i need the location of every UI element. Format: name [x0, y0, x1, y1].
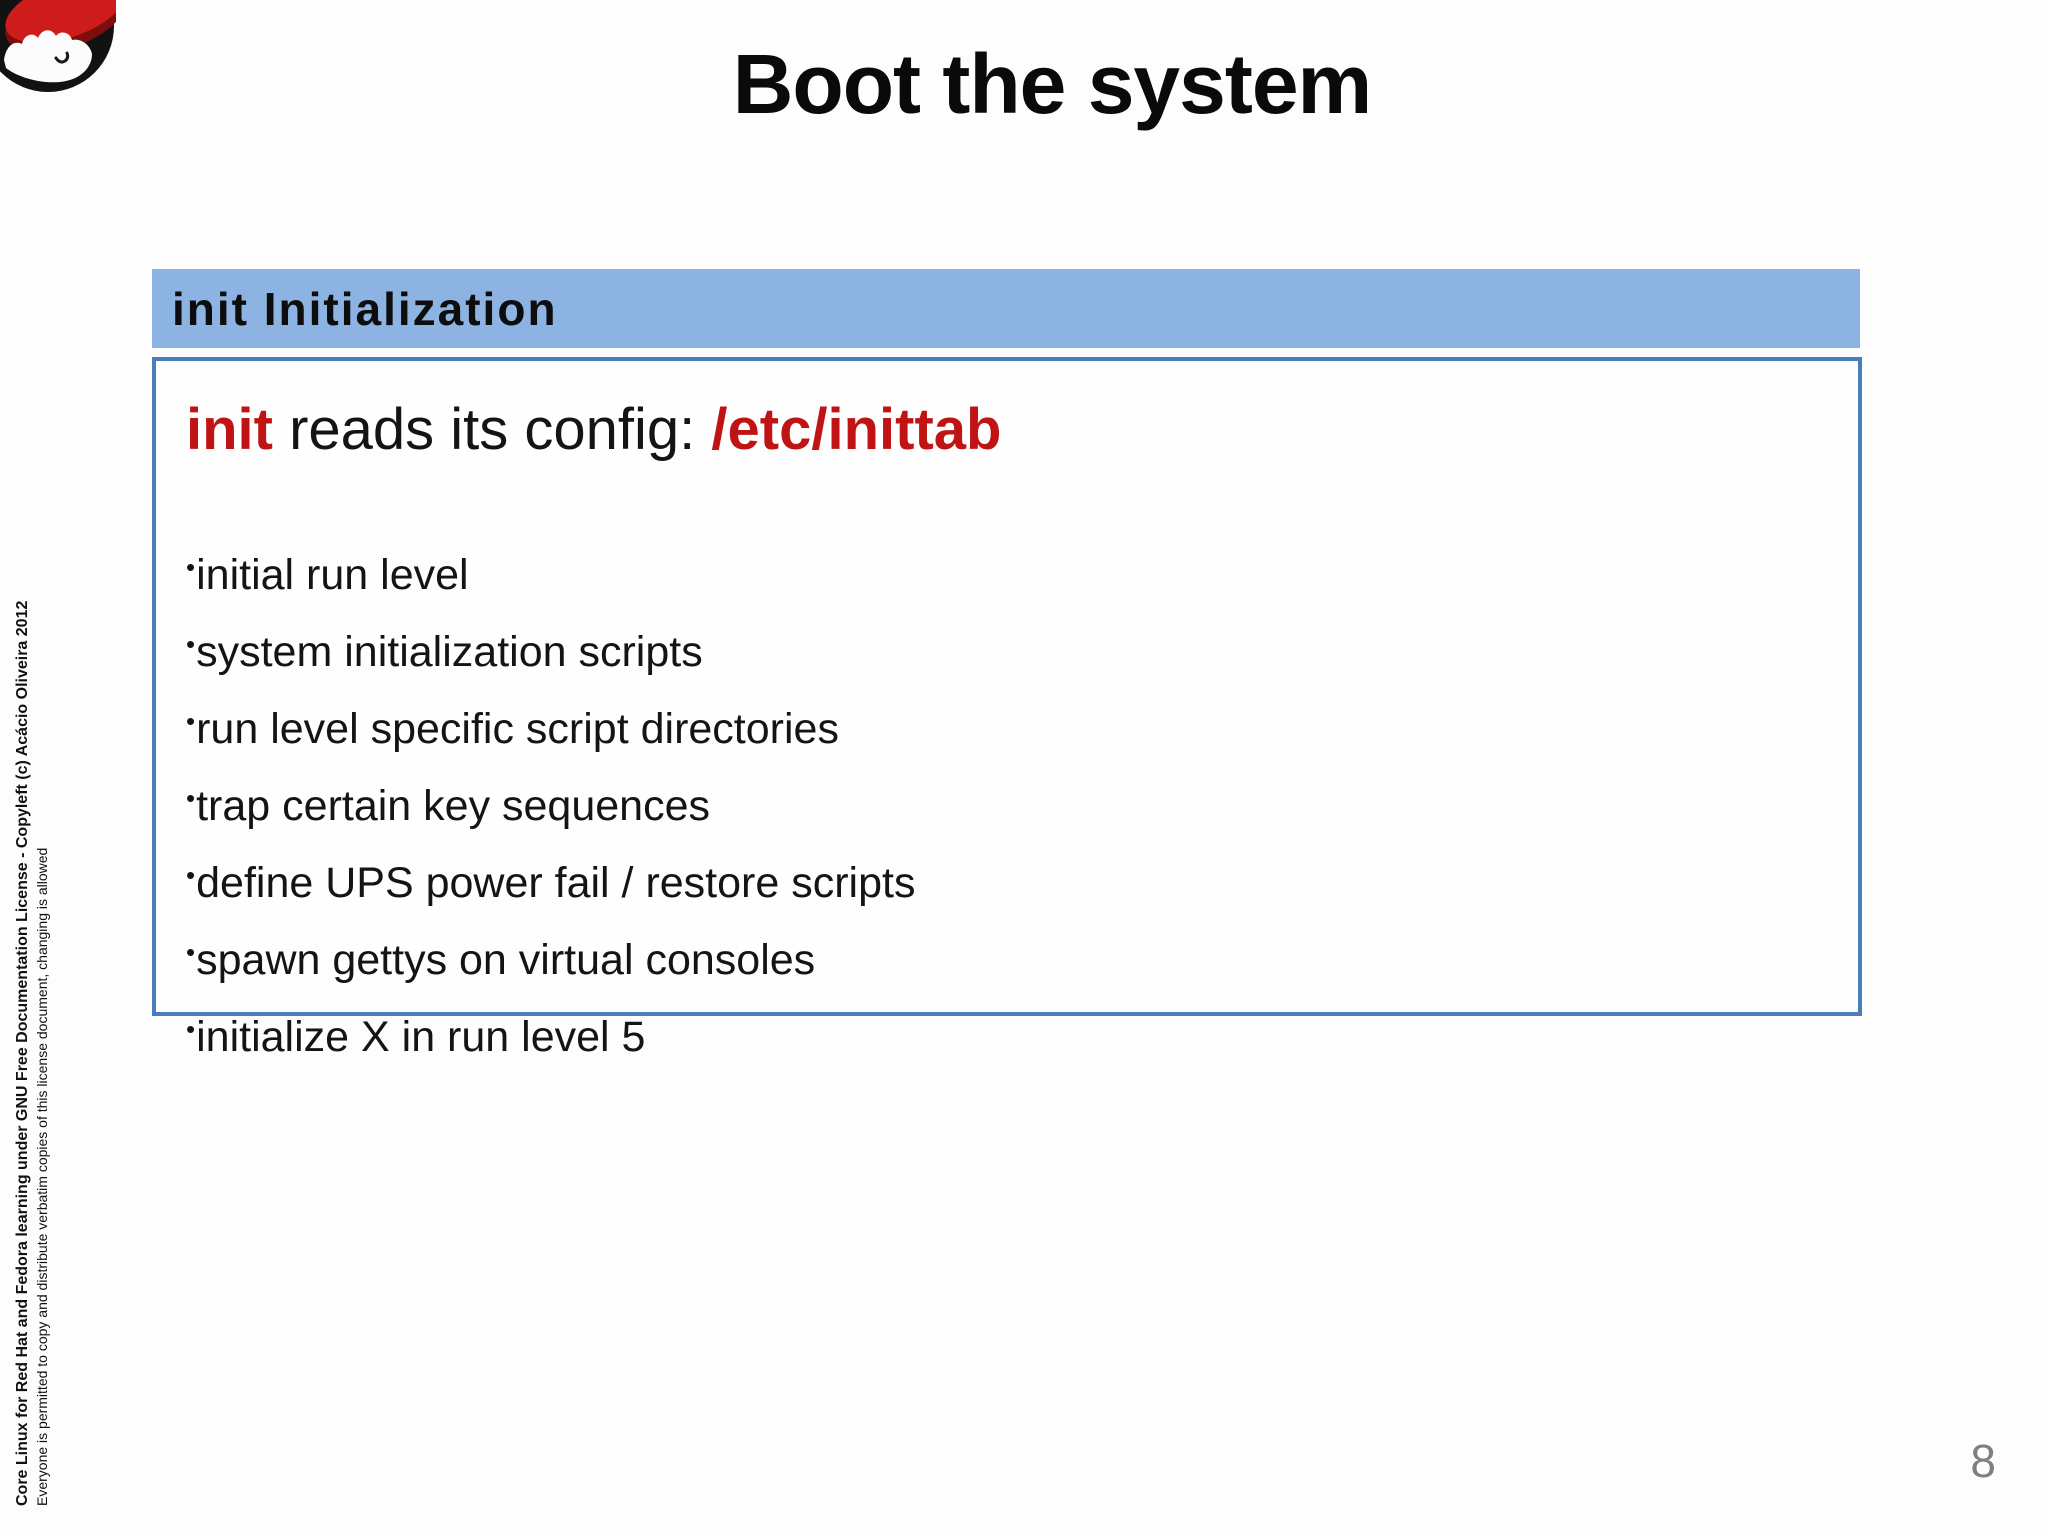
bullet-text: spawn gettys on virtual consoles: [196, 936, 816, 984]
list-item: •initial run level: [186, 533, 1828, 610]
bullet-text: initial run level: [196, 551, 469, 599]
config-heading: init reads its config: /etc/inittab: [186, 397, 1828, 463]
bullet-icon: •: [186, 706, 196, 736]
list-item: •initialize X in run level 5: [186, 995, 1828, 1072]
page-number: 8: [1970, 1435, 1996, 1487]
section-header-label: init Initialization: [172, 282, 558, 335]
inittab-path: /etc/inittab: [711, 397, 1002, 462]
list-item: •spawn gettys on virtual consoles: [186, 918, 1828, 995]
list-item: •define UPS power fail / restore scripts: [186, 841, 1828, 918]
bullet-icon: •: [186, 1014, 196, 1044]
bullet-icon: •: [186, 860, 196, 890]
init-keyword: init: [186, 397, 273, 462]
license-sidebar: Core Linux for Red Hat and Fedora learni…: [12, 506, 51, 1506]
content-box: init reads its config: /etc/inittab •ini…: [152, 357, 1862, 1061]
list-item: •system initialization scripts: [186, 610, 1828, 687]
list-item: •run level specific script directories: [186, 687, 1828, 764]
section-header-bar: init Initialization: [152, 269, 1860, 348]
list-item: •trap certain key sequences: [186, 764, 1828, 841]
bullet-text: initialize X in run level 5: [196, 1013, 646, 1061]
bullet-text: trap certain key sequences: [196, 782, 711, 830]
bullet-icon: •: [186, 783, 196, 813]
license-line-bold: Core Linux for Red Hat and Fedora learni…: [14, 600, 31, 1506]
bullet-icon: •: [186, 937, 196, 967]
bullet-text: define UPS power fail / restore scripts: [196, 859, 916, 907]
bullet-text: system initialization scripts: [196, 628, 703, 676]
license-line-small: Everyone is permitted to copy and distri…: [34, 847, 50, 1506]
page-title: Boot the system: [732, 37, 1372, 131]
config-heading-text: reads its config:: [272, 397, 712, 462]
bullet-icon: •: [186, 629, 196, 659]
bullet-icon: •: [186, 552, 196, 582]
bullet-list: •initial run level •system initializatio…: [186, 533, 1828, 1072]
red-hat-logo-icon: [0, 0, 116, 92]
bullet-text: run level specific script directories: [196, 705, 839, 753]
